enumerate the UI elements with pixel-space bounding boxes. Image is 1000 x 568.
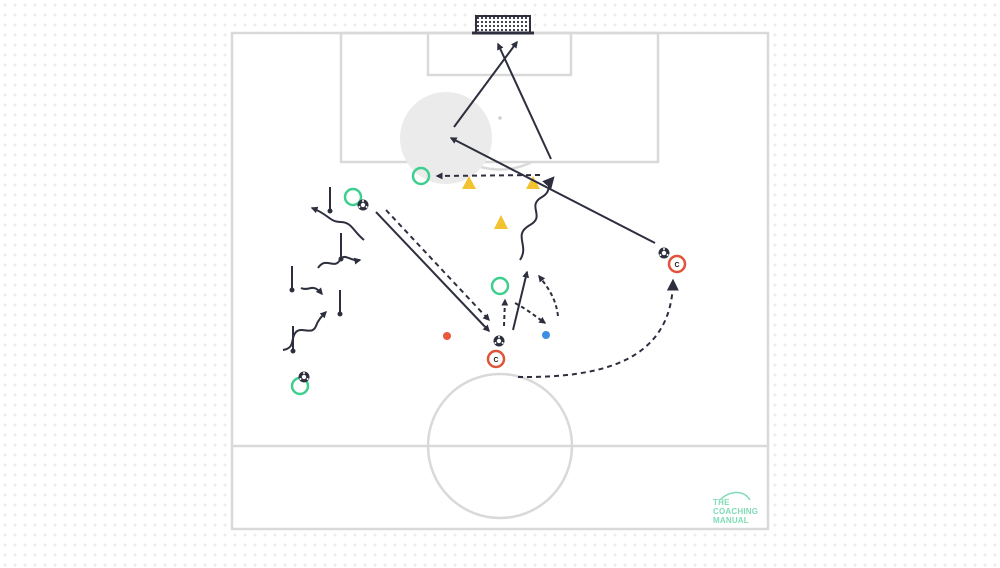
penalty-spot <box>498 116 502 120</box>
ball <box>493 335 505 347</box>
cones <box>462 176 540 229</box>
coach: C <box>667 254 687 274</box>
pole <box>289 266 295 293</box>
shot-arrow <box>453 40 518 128</box>
cone <box>494 215 508 229</box>
pole <box>337 290 343 317</box>
run-arrow <box>385 209 490 322</box>
coach: C <box>486 349 506 369</box>
player-green <box>490 276 510 296</box>
logo-line-3: MANUAL <box>713 516 749 525</box>
cone <box>526 176 540 189</box>
dribble-arrow <box>317 255 362 269</box>
centre-circle <box>426 372 574 520</box>
players <box>290 166 510 396</box>
pitch-outline <box>230 31 770 531</box>
pass-arrow <box>375 211 490 333</box>
ball <box>298 371 310 383</box>
ball <box>357 199 369 211</box>
coach-label: C <box>674 262 679 269</box>
movements <box>282 40 679 379</box>
player-green <box>411 166 431 186</box>
cone <box>462 176 476 189</box>
pass-arrow <box>512 270 530 331</box>
pitch <box>230 31 770 531</box>
dribble-arrow <box>300 286 323 296</box>
logo-line-1: THE <box>713 498 730 507</box>
dribble-arrow <box>310 206 365 241</box>
pass-arrow <box>449 137 656 244</box>
coach-label: C <box>493 357 498 364</box>
goal <box>472 15 534 35</box>
red-marker <box>443 332 451 340</box>
shaded-zone <box>400 92 492 184</box>
ball <box>658 247 670 259</box>
blue-marker <box>542 331 550 339</box>
shot-arrow <box>497 42 552 160</box>
run-arrow <box>517 278 679 379</box>
coaching-manual-logo: THE COACHING MANUAL <box>713 491 758 525</box>
run-arrow <box>538 274 559 317</box>
run-arrow <box>501 298 509 327</box>
dribble-arrow <box>282 311 327 351</box>
player-green <box>343 187 363 207</box>
run-arrow <box>514 302 547 324</box>
pole <box>327 187 333 214</box>
logo-line-2: COACHING <box>713 507 758 516</box>
run-arrow <box>435 172 541 180</box>
dribble-arrow <box>519 176 555 261</box>
